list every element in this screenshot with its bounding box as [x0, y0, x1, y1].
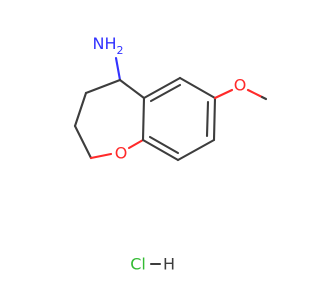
- bond-c9-c8: [176, 138, 216, 162]
- aromatic-double-bond-1: [148, 135, 180, 155]
- ring-oxygen-label: O: [115, 144, 128, 163]
- bond-omethoxy-ch3: [246, 88, 264, 99]
- bond-c6-c5a: [142, 76, 182, 100]
- bond-c5a-c9a: [141, 96, 146, 142]
- amine-label: NH2: [93, 34, 124, 57]
- bond-c4-c3: [73, 91, 88, 128]
- bond-c7-omethoxy: [213, 88, 234, 100]
- chlorine-label: Cl: [130, 255, 146, 274]
- bond-c7-c6: [178, 76, 217, 100]
- bond-c5-n: [114, 56, 122, 82]
- bond-c2-o1: [89, 152, 113, 160]
- bond-c3-c2: [73, 124, 93, 160]
- bond-c9a-c9: [141, 138, 180, 162]
- bond-o1-c9a: [127, 138, 145, 150]
- methyl-bond: [260, 95, 268, 101]
- methoxy-oxygen-label: O: [234, 76, 247, 95]
- bond-c5-c5a: [118, 78, 146, 100]
- aromatic-double-bond-3: [149, 83, 182, 103]
- molecule-structure: NH2 O O Cl H: [73, 34, 268, 274]
- bond-c8-c7: [212, 96, 217, 142]
- aromatic-double-bond-2: [205, 100, 210, 138]
- hydrogen-label: H: [163, 255, 175, 274]
- bond-c5-c4: [84, 78, 122, 95]
